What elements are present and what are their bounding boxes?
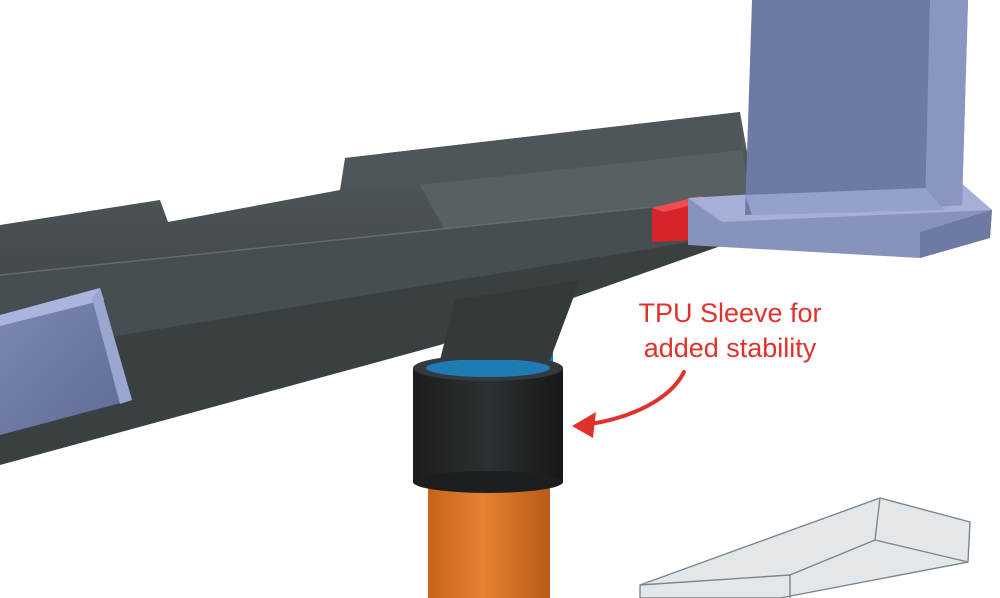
- tpu-sleeve: [413, 355, 563, 493]
- dark-frame: [0, 112, 752, 465]
- annotation-line-1: TPU Sleeve for: [638, 298, 822, 328]
- annotation-label: TPU Sleeve for added stability: [600, 296, 860, 366]
- ghost-bracket-part: [639, 497, 971, 598]
- annotation-line-2: added stability: [643, 333, 817, 363]
- left-lavender-clip: [0, 288, 132, 435]
- right-lavender-bracket: [688, 0, 992, 258]
- curved-arrow-icon: [572, 370, 686, 438]
